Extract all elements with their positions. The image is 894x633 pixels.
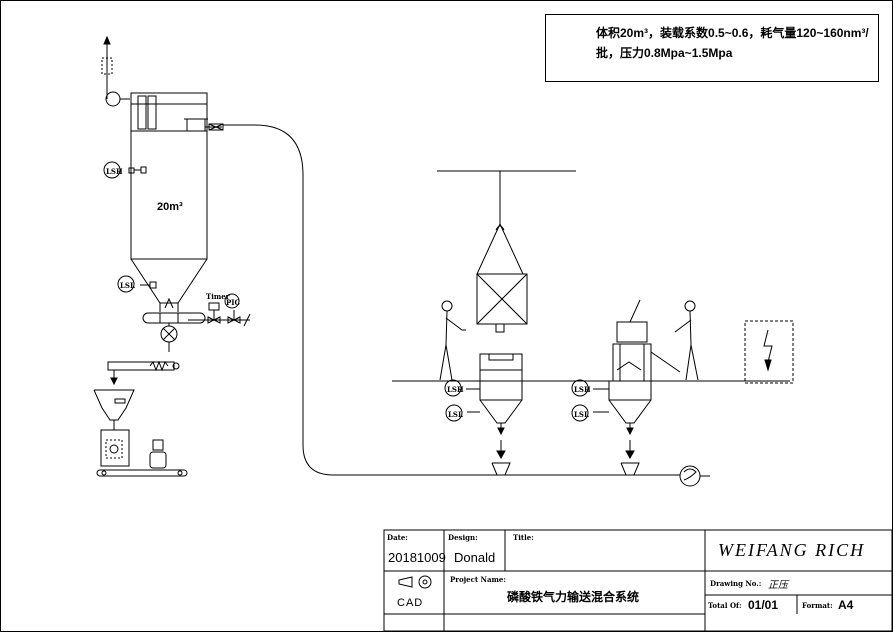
storage-silo xyxy=(103,92,251,352)
design-label: Design: xyxy=(448,533,478,542)
project-name-label: Project Name: xyxy=(450,575,506,584)
level-low-left-label: LSL xyxy=(448,410,463,419)
hopper-left xyxy=(444,353,523,476)
worker-left xyxy=(439,300,466,381)
level-high-left-label: LSH xyxy=(447,385,464,394)
project-name-value: 磷酸铁气力输送混合系统 xyxy=(507,590,640,604)
company-name: WEIFANG RICH xyxy=(718,540,866,560)
bagging-station xyxy=(93,389,188,477)
specification-note: 体积20m³，装载系数0.5~0.6，耗气量120~160nm³/ 批，压力0.… xyxy=(545,14,879,82)
worker-right xyxy=(674,300,699,381)
design-value: Donald xyxy=(454,550,496,565)
conveying-pipeline xyxy=(223,124,680,476)
drawing-no-value: 正压 xyxy=(768,580,788,591)
electrical-symbol-box xyxy=(744,320,794,384)
spec-line-2: 批，压力0.8Mpa~1.5Mpa xyxy=(596,46,733,60)
spec-line-1: 体积20m³，装载系数0.5~0.6，耗气量120~160nm³/ xyxy=(596,26,869,40)
rotary-blower xyxy=(679,465,710,487)
pic-label: PIC xyxy=(226,298,241,307)
level-low-silo-label: LSL xyxy=(120,281,135,290)
hopper-right xyxy=(571,299,681,476)
title-label: Title: xyxy=(513,533,534,542)
total-value: 01/01 xyxy=(748,598,779,612)
date-value: 20181009 xyxy=(388,550,446,565)
hoist-bulk-bag xyxy=(437,170,576,333)
level-high-silo-label: LSH xyxy=(106,167,123,176)
level-low-right-label: LSL xyxy=(574,410,589,419)
title-block-frame xyxy=(383,529,893,632)
format-value: A4 xyxy=(838,598,854,612)
level-high-right-label: LSH xyxy=(574,385,591,394)
format-label: Format: xyxy=(802,601,833,610)
tank-volume-label: 20m³ xyxy=(157,201,183,213)
screw-feeder xyxy=(107,360,180,386)
date-label: Date: xyxy=(387,533,408,542)
drawing-no-label: Drawing No.: xyxy=(710,579,762,588)
total-label: Total Of: xyxy=(708,601,742,610)
cad-logo-text: CAD xyxy=(397,597,424,609)
exhaust-vent xyxy=(101,35,130,107)
timer-label: Timer xyxy=(206,292,230,301)
